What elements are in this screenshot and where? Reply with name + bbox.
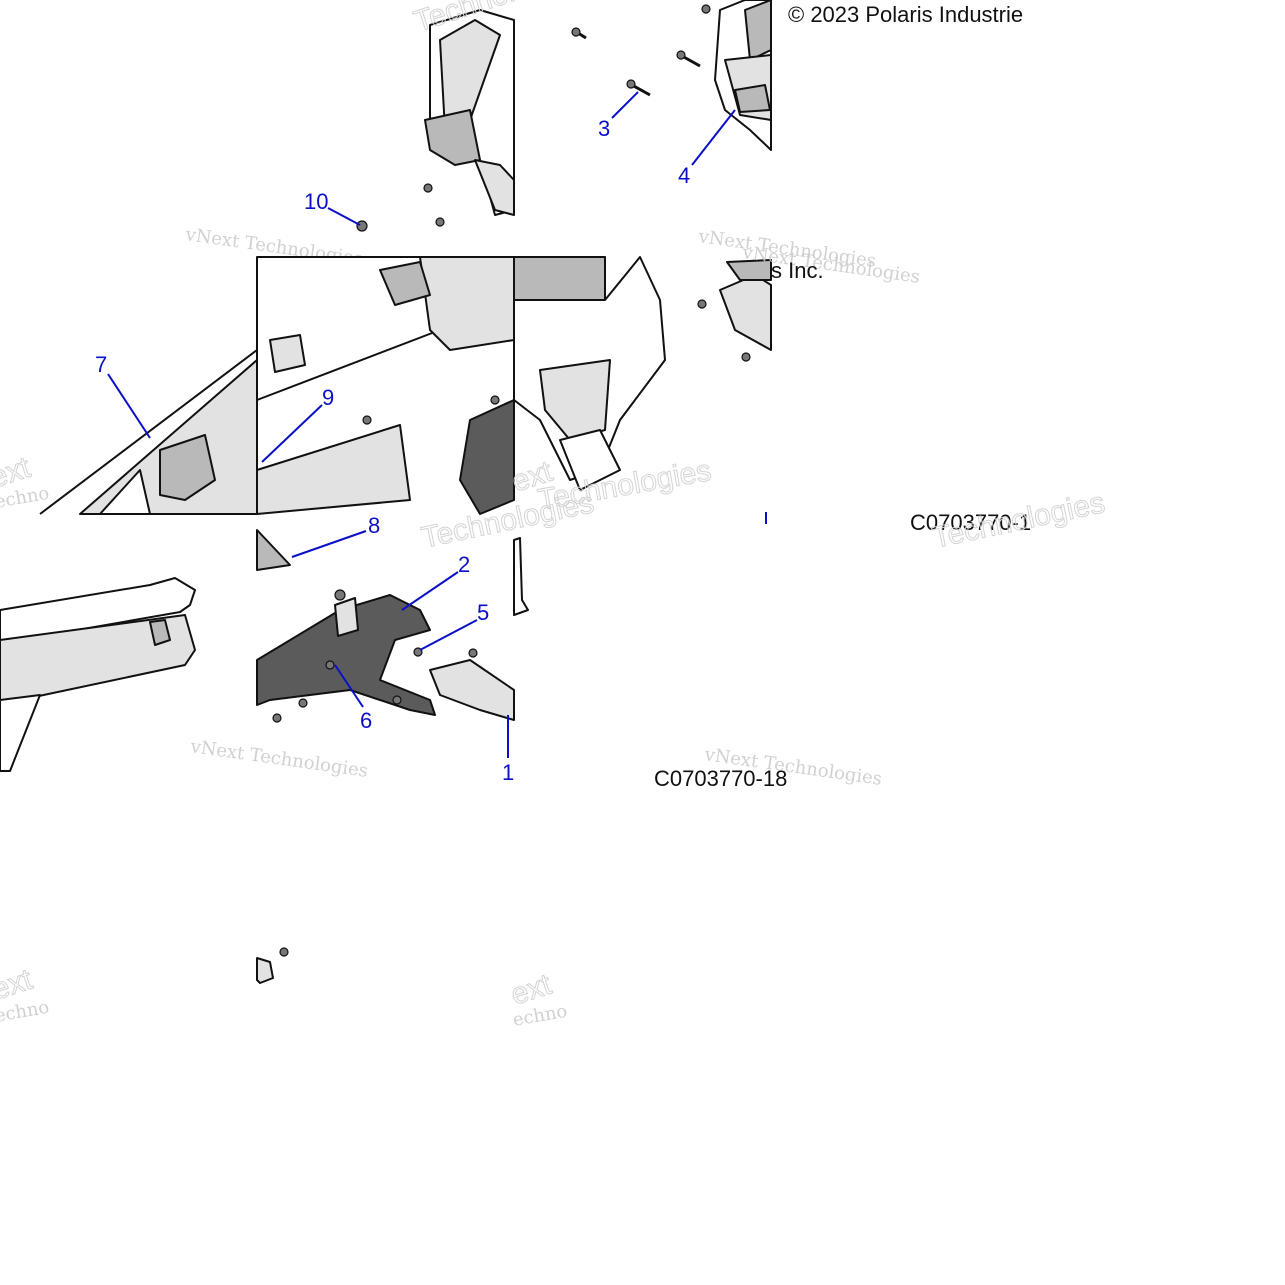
leader-line-8 (291, 530, 367, 558)
leader-line-6 (334, 664, 364, 708)
leader-line-3 (611, 91, 639, 119)
leader-line-10 (327, 207, 361, 226)
copyright-text: © 2023 Polaris Industrie (788, 2, 1023, 27)
leader-line-7 (107, 373, 151, 439)
callout-10: 10 (304, 189, 328, 214)
leader-line-2 (401, 571, 459, 611)
callout-5: 5 (477, 600, 489, 625)
bumper-bar-left (39, 349, 258, 515)
bolt-icon (298, 698, 308, 708)
callout-9: 9 (322, 385, 334, 410)
clip-icon (325, 660, 335, 670)
bolt-icon (490, 395, 500, 405)
bolt-icon (468, 648, 478, 658)
fasteners-tile-10 (272, 589, 478, 723)
watermark-vnext: vNext Technologies (188, 736, 369, 782)
fasteners-tile-6 (362, 395, 500, 425)
clip-icon (392, 695, 402, 705)
bolt-icon (701, 4, 711, 14)
callout-7: 7 (95, 352, 107, 377)
front-fender-assembly (513, 256, 666, 491)
bolt-icon (741, 352, 751, 362)
fender-edge-fragment (513, 537, 529, 616)
bumper-end-cap (714, 0, 772, 151)
mounting-bracket (256, 529, 515, 721)
bolt-icon (435, 217, 445, 227)
front-bumper-upper (424, 9, 515, 216)
leader-line-9 (261, 404, 323, 463)
nut-icon (334, 589, 346, 601)
screw-icon (681, 54, 701, 68)
callout-4: 4 (678, 163, 690, 188)
leader-line-5 (419, 619, 478, 651)
callout-6: 6 (360, 708, 372, 733)
callout-2: 2 (458, 552, 470, 577)
fasteners-tile-3 (571, 4, 711, 97)
callout-3: 3 (598, 116, 610, 141)
screw-icon (631, 83, 651, 97)
copyright-tail: s Inc. (771, 258, 824, 283)
side-bracket (719, 259, 772, 351)
small-parts-lower (256, 947, 289, 984)
bolt-icon (362, 415, 372, 425)
leader-line-4 (691, 109, 736, 166)
callout-8: 8 (368, 513, 380, 538)
figure-code-fragment: C0703770-18 (654, 766, 787, 791)
callout-1: 1 (502, 760, 514, 785)
bolt-icon (272, 713, 282, 723)
front-frame-crossmember (256, 256, 515, 515)
bolt-icon (697, 299, 707, 309)
watermark-technologies: Technologies (930, 486, 1108, 555)
bolt-icon (279, 947, 289, 957)
bolt-icon (423, 183, 433, 193)
figure-code: C0703770-1 (910, 510, 1031, 535)
fasteners-tile-2 (356, 183, 445, 232)
bumper-bar-lower (0, 577, 196, 772)
bolt-icon (356, 220, 368, 232)
